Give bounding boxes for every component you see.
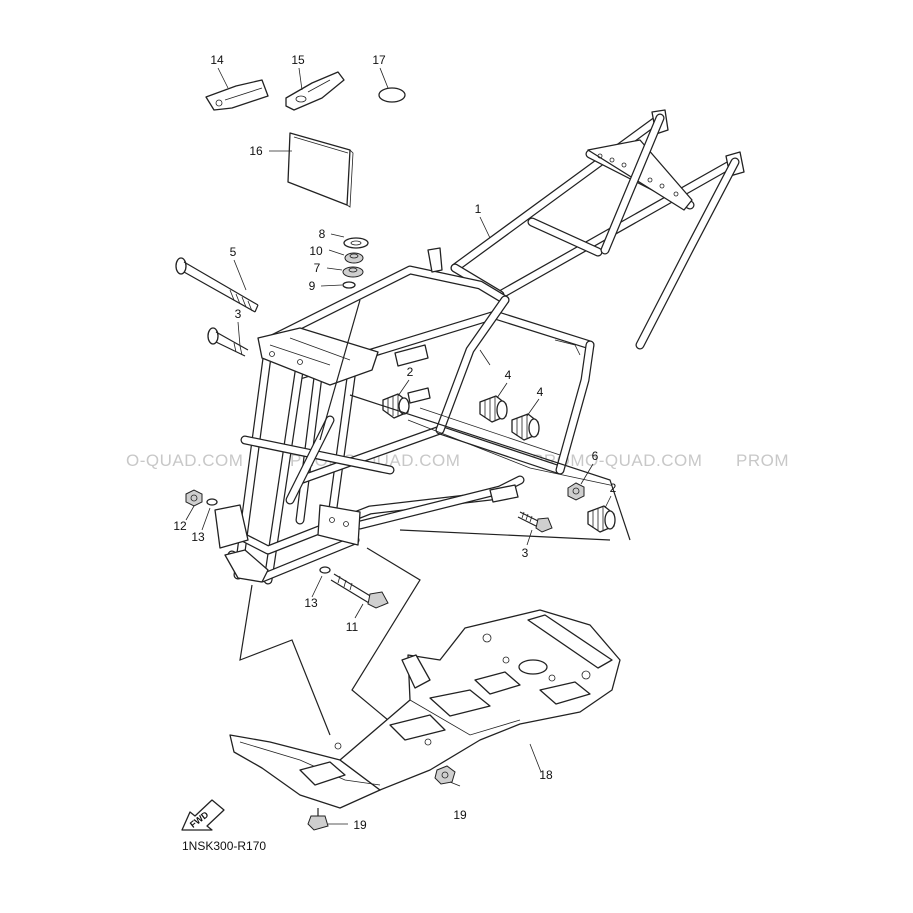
callout-4-left: 4	[505, 368, 512, 382]
callout-8: 8	[319, 227, 326, 241]
diagram-code: 1NSK300-R170	[182, 839, 266, 853]
part-6-nut	[567, 482, 585, 501]
callout-3-lower: 3	[522, 546, 529, 560]
callout-9: 9	[309, 279, 316, 293]
callout-14: 14	[210, 53, 224, 67]
watermark-1: O-QUAD.COM	[126, 451, 243, 470]
part-5-long-bolt	[175, 257, 259, 313]
part-17-ring	[378, 87, 406, 103]
callout-12: 12	[173, 519, 187, 533]
callout-10: 10	[309, 244, 323, 258]
leader-frame-to-guard-b	[351, 547, 421, 721]
leader-rear-plane	[349, 394, 631, 541]
callout-labels: 14 15 17 16 8 10 7 9 5 1 3 2 4 4 6 2 12 …	[173, 53, 616, 832]
part-18-skid-plate	[229, 609, 621, 809]
part-12-13-left	[185, 489, 218, 507]
watermark-4: PROM	[736, 451, 789, 470]
part-3-bolt-lower	[517, 511, 553, 533]
part-14-strap	[205, 79, 269, 111]
callout-15: 15	[291, 53, 305, 67]
leader-bushing-plane	[399, 529, 611, 541]
callout-4-right: 4	[537, 385, 544, 399]
leader-stack	[319, 299, 361, 441]
fwd-arrow-icon: FWD	[181, 799, 225, 831]
part-19-bolt-right	[434, 765, 456, 785]
callout-3-upper: 3	[235, 307, 242, 321]
part-4-bushing-right	[511, 413, 540, 441]
part-2-bushing-lower	[587, 505, 616, 533]
watermark-row: O-QUAD.COM PROMO-QUAD.COM PROMO-QUAD.COM…	[126, 451, 789, 470]
part-15-holder	[285, 71, 345, 111]
callout-18: 18	[539, 768, 553, 782]
callout-13-lower: 13	[304, 596, 318, 610]
callout-16: 16	[249, 144, 263, 158]
leader-lines	[185, 67, 612, 825]
callout-1: 1	[475, 202, 482, 216]
watermark-3: PROMO-QUAD.COM	[532, 451, 702, 470]
part-1-frame	[214, 109, 745, 585]
callout-5: 5	[230, 245, 237, 259]
callout-19-left: 19	[353, 818, 367, 832]
leader-frame-to-guard-a	[239, 584, 331, 736]
part-4-bushing-left	[479, 395, 508, 423]
part-2-bushing-upper	[382, 393, 410, 419]
part-3-bolt-upper	[207, 327, 249, 357]
callout-7: 7	[314, 261, 321, 275]
callout-11: 11	[346, 620, 359, 634]
part-19-bolt-left	[307, 808, 329, 831]
part-8-10-7-9-stack	[342, 237, 369, 289]
callout-19-right: 19	[453, 808, 467, 822]
callout-2-lower: 2	[610, 481, 617, 495]
callout-6: 6	[592, 449, 599, 463]
part-13-11-lower	[319, 566, 389, 609]
part-16-manual	[287, 132, 354, 208]
callout-17: 17	[372, 53, 386, 67]
callout-2-upper: 2	[407, 365, 414, 379]
callout-13-left: 13	[191, 530, 205, 544]
